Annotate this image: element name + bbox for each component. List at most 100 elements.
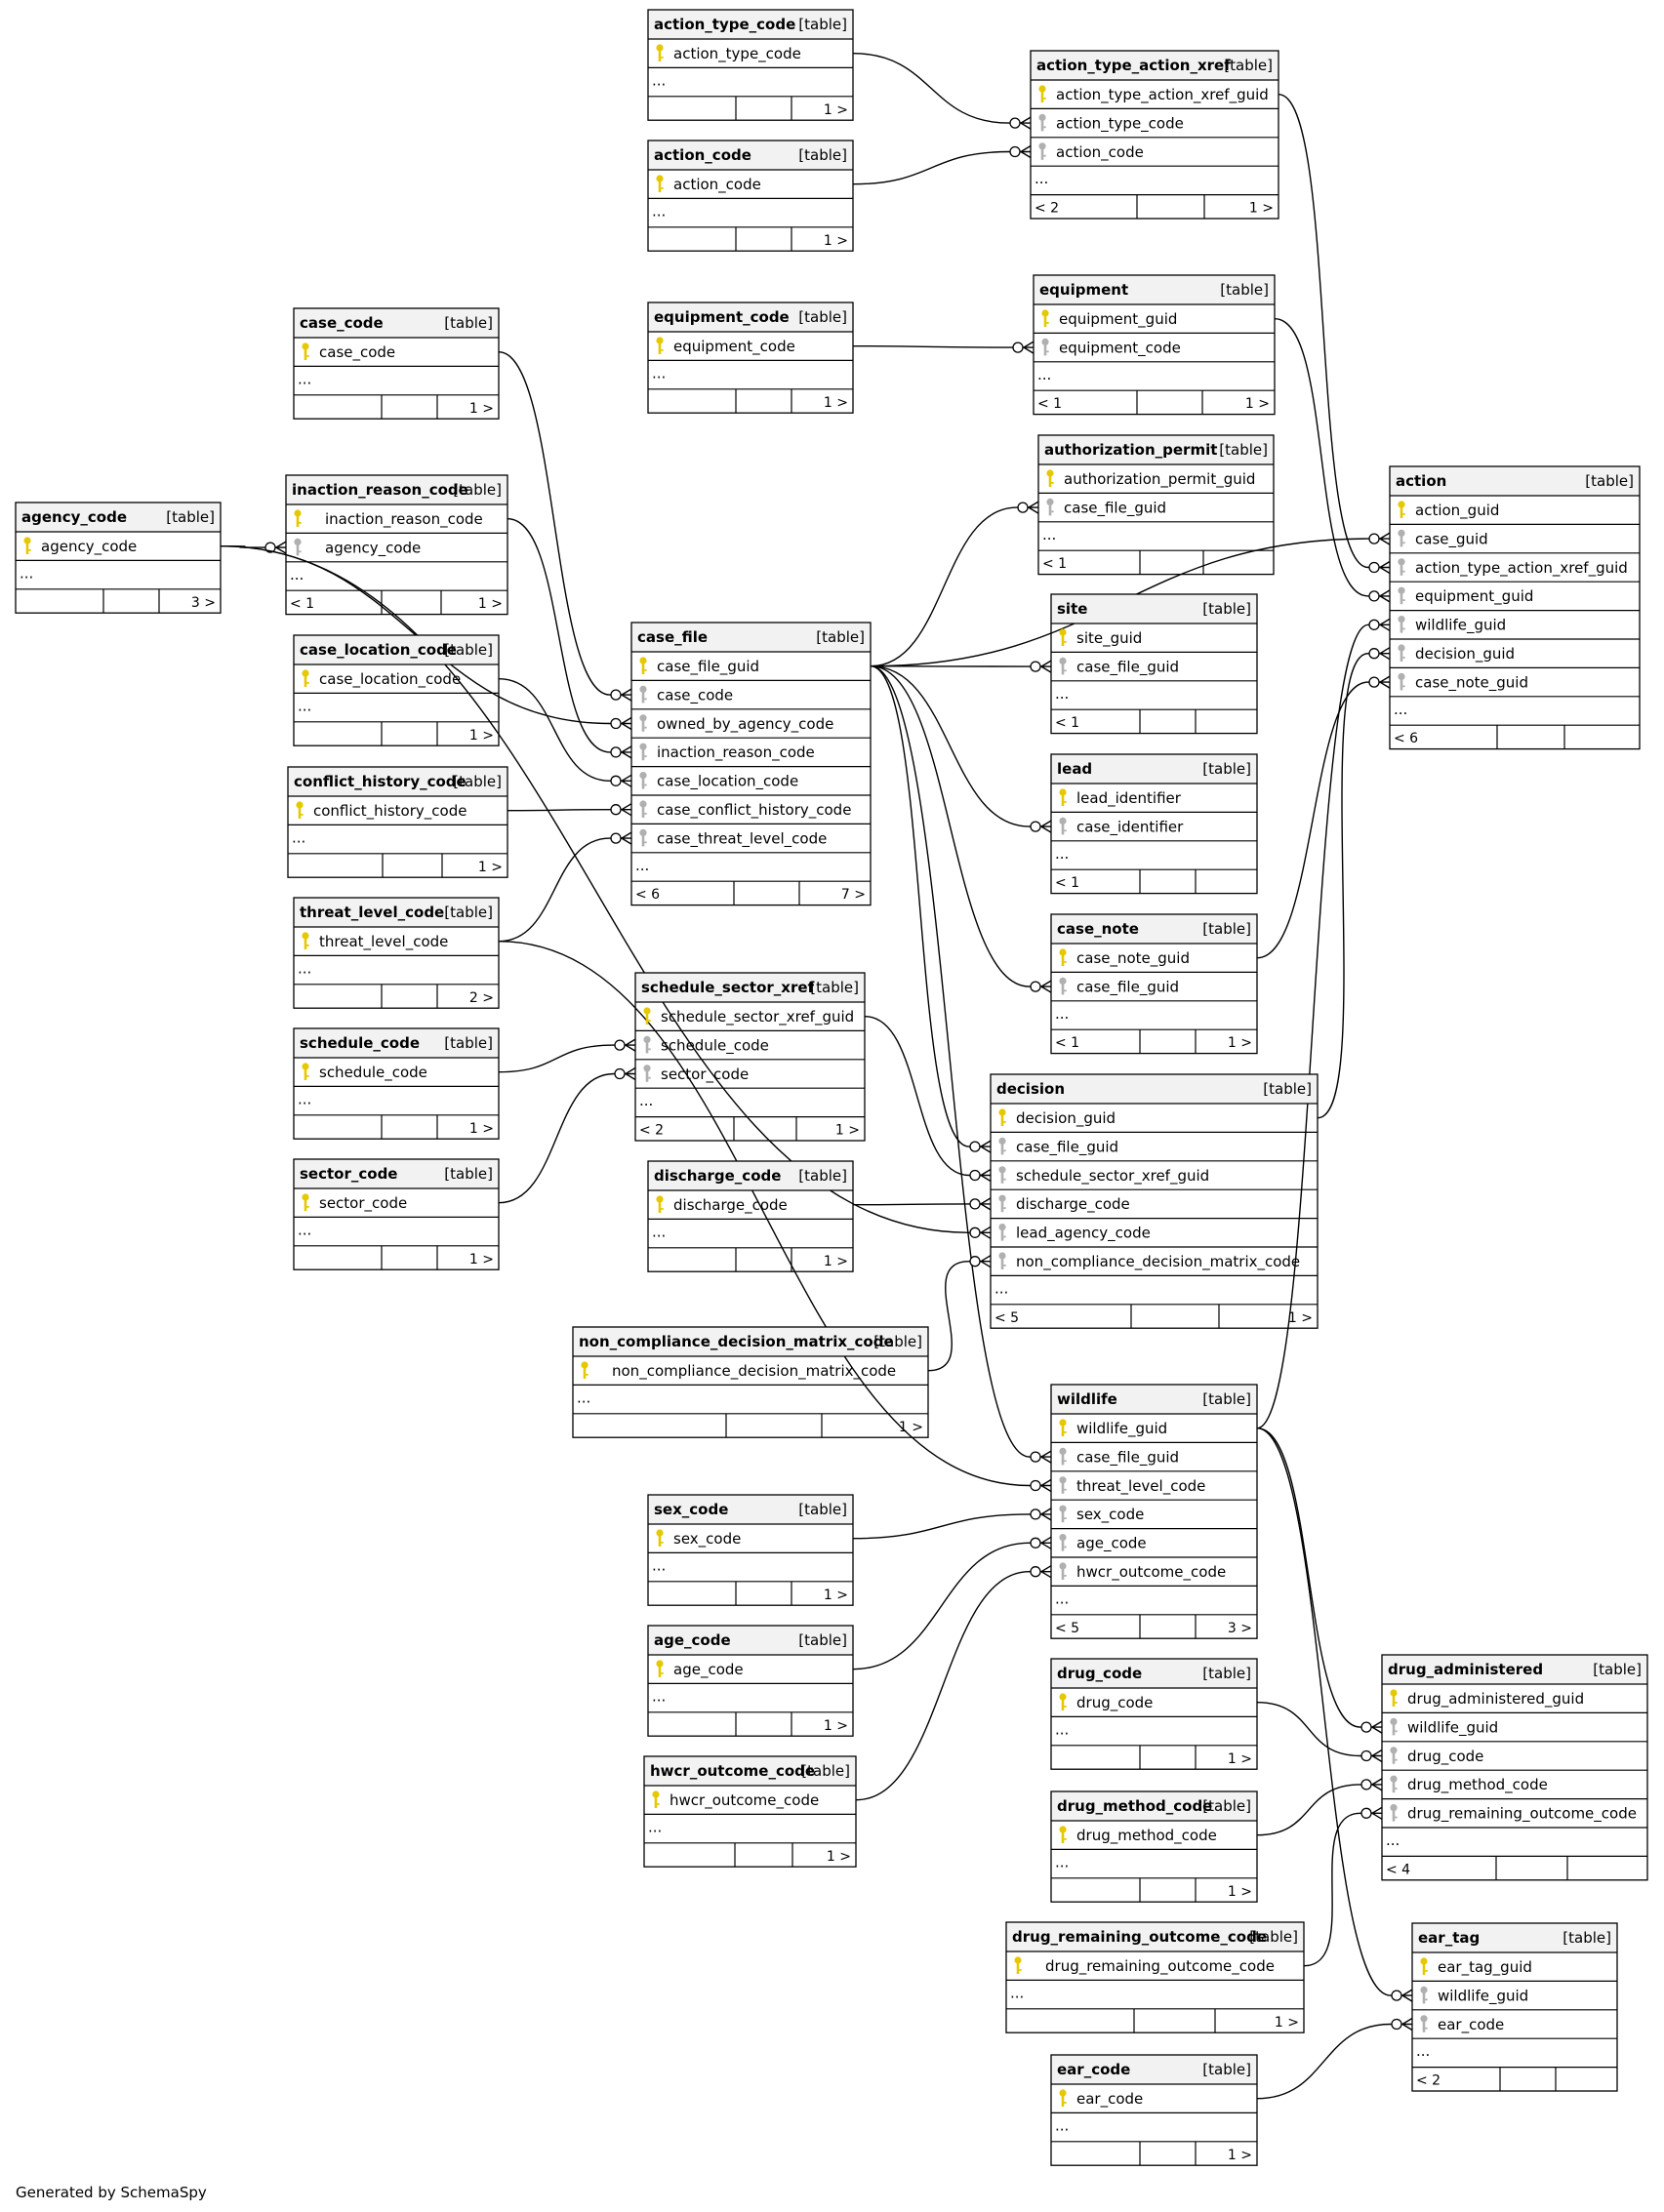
child-count[interactable]: 1 > [824, 233, 848, 249]
column-row[interactable]: drug_method_code [1382, 1769, 1647, 1794]
parent-count[interactable]: < 1 [1055, 1035, 1079, 1051]
column-row[interactable]: drug_remaining_outcome_code [1382, 1797, 1647, 1824]
parent-count[interactable]: < 2 [1416, 2073, 1441, 2089]
column-row[interactable]: discharge_code [991, 1188, 1318, 1214]
child-count[interactable]: 1 > [899, 1420, 923, 1435]
column-row[interactable]: inaction_reason_code [286, 503, 507, 529]
child-count[interactable]: 7 > [841, 887, 866, 903]
column-row[interactable]: case_identifier [1051, 811, 1257, 836]
table-drug-administered[interactable]: drug_administered[table]drug_administere… [1381, 1654, 1648, 1881]
table-case-file[interactable]: case_file[table]case_file_guidcase_codeo… [630, 622, 872, 906]
child-count[interactable]: 1 > [824, 102, 848, 118]
column-row[interactable]: ear_code [1051, 2083, 1257, 2109]
column-row[interactable]: equipment_guid [1034, 303, 1275, 329]
column-row[interactable]: action_type_code [1031, 107, 1278, 133]
column-row[interactable]: action_type_action_xref_guid [1390, 552, 1640, 578]
table-drug-method-code[interactable]: drug_method_code[table]drug_method_code.… [1050, 1790, 1258, 1903]
child-count[interactable]: 1 > [478, 596, 503, 612]
child-count[interactable]: 1 > [1249, 201, 1274, 217]
child-count[interactable]: 1 > [469, 728, 494, 744]
column-row[interactable]: hwcr_outcome_code [1051, 1556, 1257, 1582]
parent-count[interactable]: < 1 [1055, 715, 1079, 731]
column-row[interactable]: authorization_permit_guid [1038, 463, 1274, 489]
column-row[interactable]: action_guid [1390, 495, 1640, 520]
table-decision[interactable]: decision[table]decision_guidcase_file_gu… [990, 1073, 1319, 1329]
table-sex-code[interactable]: sex_code[table]sex_code...1 > [647, 1494, 854, 1606]
child-count[interactable]: 1 > [824, 1588, 848, 1603]
child-count[interactable]: 1 > [827, 1849, 851, 1865]
child-count[interactable]: 1 > [824, 1254, 848, 1269]
child-count[interactable]: 1 > [1228, 1751, 1252, 1767]
child-count[interactable]: 1 > [478, 860, 503, 875]
column-row[interactable]: schedule_code [294, 1057, 499, 1082]
column-row[interactable]: lead_identifier [1051, 783, 1257, 808]
table-case-code[interactable]: case_code[table]case_code...1 > [293, 307, 500, 420]
child-count[interactable]: 3 > [191, 595, 216, 611]
column-row[interactable]: inaction_reason_code [631, 737, 871, 762]
column-row[interactable]: case_location_code [294, 664, 499, 689]
column-row[interactable]: ear_code [1412, 2009, 1617, 2034]
table-case-note[interactable]: case_note[table]case_note_guidcase_file_… [1050, 913, 1258, 1055]
column-row[interactable]: action_code [1031, 137, 1278, 162]
table-wildlife[interactable]: wildlife[table]wildlife_guidcase_file_gu… [1050, 1384, 1258, 1639]
column-row[interactable]: equipment_code [1034, 332, 1275, 357]
child-count[interactable]: 1 > [1288, 1310, 1313, 1326]
table-authorization-permit[interactable]: authorization_permit[table]authorization… [1037, 434, 1275, 576]
column-row[interactable]: action_code [648, 169, 853, 194]
child-count[interactable]: 1 > [469, 1252, 494, 1267]
table-age-code[interactable]: age_code[table]age_code...1 > [647, 1625, 854, 1737]
table-ear-tag[interactable]: ear_tag[table]ear_tag_guidwildlife_guide… [1411, 1922, 1618, 2092]
column-row[interactable]: sector_code [635, 1059, 865, 1084]
table-drug-code[interactable]: drug_code[table]drug_code...1 > [1050, 1658, 1258, 1770]
parent-count[interactable]: < 2 [1035, 201, 1059, 217]
child-count[interactable]: 1 > [1245, 396, 1270, 412]
column-row[interactable]: age_code [1051, 1527, 1257, 1553]
column-row[interactable]: agency_code [286, 532, 507, 557]
column-row[interactable]: schedule_sector_xref_guid [635, 1001, 865, 1026]
column-row[interactable]: schedule_code [635, 1029, 865, 1055]
parent-count[interactable]: < 1 [1055, 875, 1079, 891]
table-action-type-action-xref[interactable]: action_type_action_xref[table]action_typ… [1030, 50, 1279, 220]
column-row[interactable]: case_code [294, 337, 499, 362]
column-row[interactable]: wildlife_guid [1390, 609, 1640, 635]
table-drug-remaining-outcome-code[interactable]: drug_remaining_outcome_code[table]drug_r… [1005, 1921, 1305, 2033]
column-row[interactable]: age_code [648, 1654, 853, 1679]
column-row[interactable]: action_type_action_xref_guid [1031, 79, 1278, 104]
parent-count[interactable]: < 5 [994, 1310, 1019, 1326]
column-row[interactable]: equipment_code [648, 331, 853, 356]
column-row[interactable]: threat_level_code [294, 926, 499, 951]
column-row[interactable]: case_file_guid [991, 1131, 1318, 1156]
child-count[interactable]: 2 > [469, 990, 494, 1006]
column-row[interactable]: case_file_guid [1051, 1441, 1257, 1467]
column-row[interactable]: drug_remaining_outcome_code [1006, 1951, 1304, 1976]
parent-count[interactable]: < 6 [1394, 731, 1418, 746]
child-count[interactable]: 1 > [1228, 1035, 1252, 1051]
table-lead[interactable]: lead[table]lead_identifiercase_identifie… [1050, 753, 1258, 895]
column-row[interactable]: threat_level_code [1051, 1470, 1257, 1496]
child-count[interactable]: 1 > [1228, 1884, 1252, 1900]
column-row[interactable]: decision_guid [991, 1103, 1318, 1128]
column-row[interactable]: ear_tag_guid [1412, 1951, 1617, 1977]
child-count[interactable]: 1 > [1228, 2148, 1252, 2163]
table-sector-code[interactable]: sector_code[table]sector_code...1 > [293, 1158, 500, 1270]
child-count[interactable]: 1 > [469, 401, 494, 417]
child-count[interactable]: 1 > [824, 395, 848, 411]
column-row[interactable]: equipment_guid [1390, 581, 1640, 606]
column-row[interactable]: case_note_guid [1390, 666, 1640, 692]
column-row[interactable]: case_file_guid [1051, 651, 1257, 676]
parent-count[interactable]: < 1 [1042, 556, 1067, 572]
column-row[interactable]: drug_administered_guid [1382, 1683, 1647, 1709]
column-row[interactable]: case_file_guid [1051, 971, 1257, 996]
column-row[interactable]: schedule_sector_xref_guid [991, 1160, 1318, 1186]
parent-count[interactable]: < 2 [639, 1123, 664, 1139]
table-threat-level-code[interactable]: threat_level_code[table]threat_level_cod… [293, 897, 500, 1009]
column-row[interactable]: wildlife_guid [1051, 1413, 1257, 1438]
column-row[interactable]: discharge_code [648, 1189, 853, 1215]
column-row[interactable]: case_location_code [631, 765, 871, 791]
table-schedule-sector-xref[interactable]: schedule_sector_xref[table]schedule_sect… [634, 972, 866, 1142]
column-row[interactable]: conflict_history_code [288, 795, 507, 821]
table-non-compliance-decision-matrix-code[interactable]: non_compliance_decision_matrix_code[tabl… [572, 1326, 929, 1438]
parent-count[interactable]: < 6 [635, 887, 660, 903]
table-action-type-code[interactable]: action_type_code[table]action_type_code.… [647, 9, 854, 121]
column-row[interactable]: lead_agency_code [991, 1217, 1318, 1243]
